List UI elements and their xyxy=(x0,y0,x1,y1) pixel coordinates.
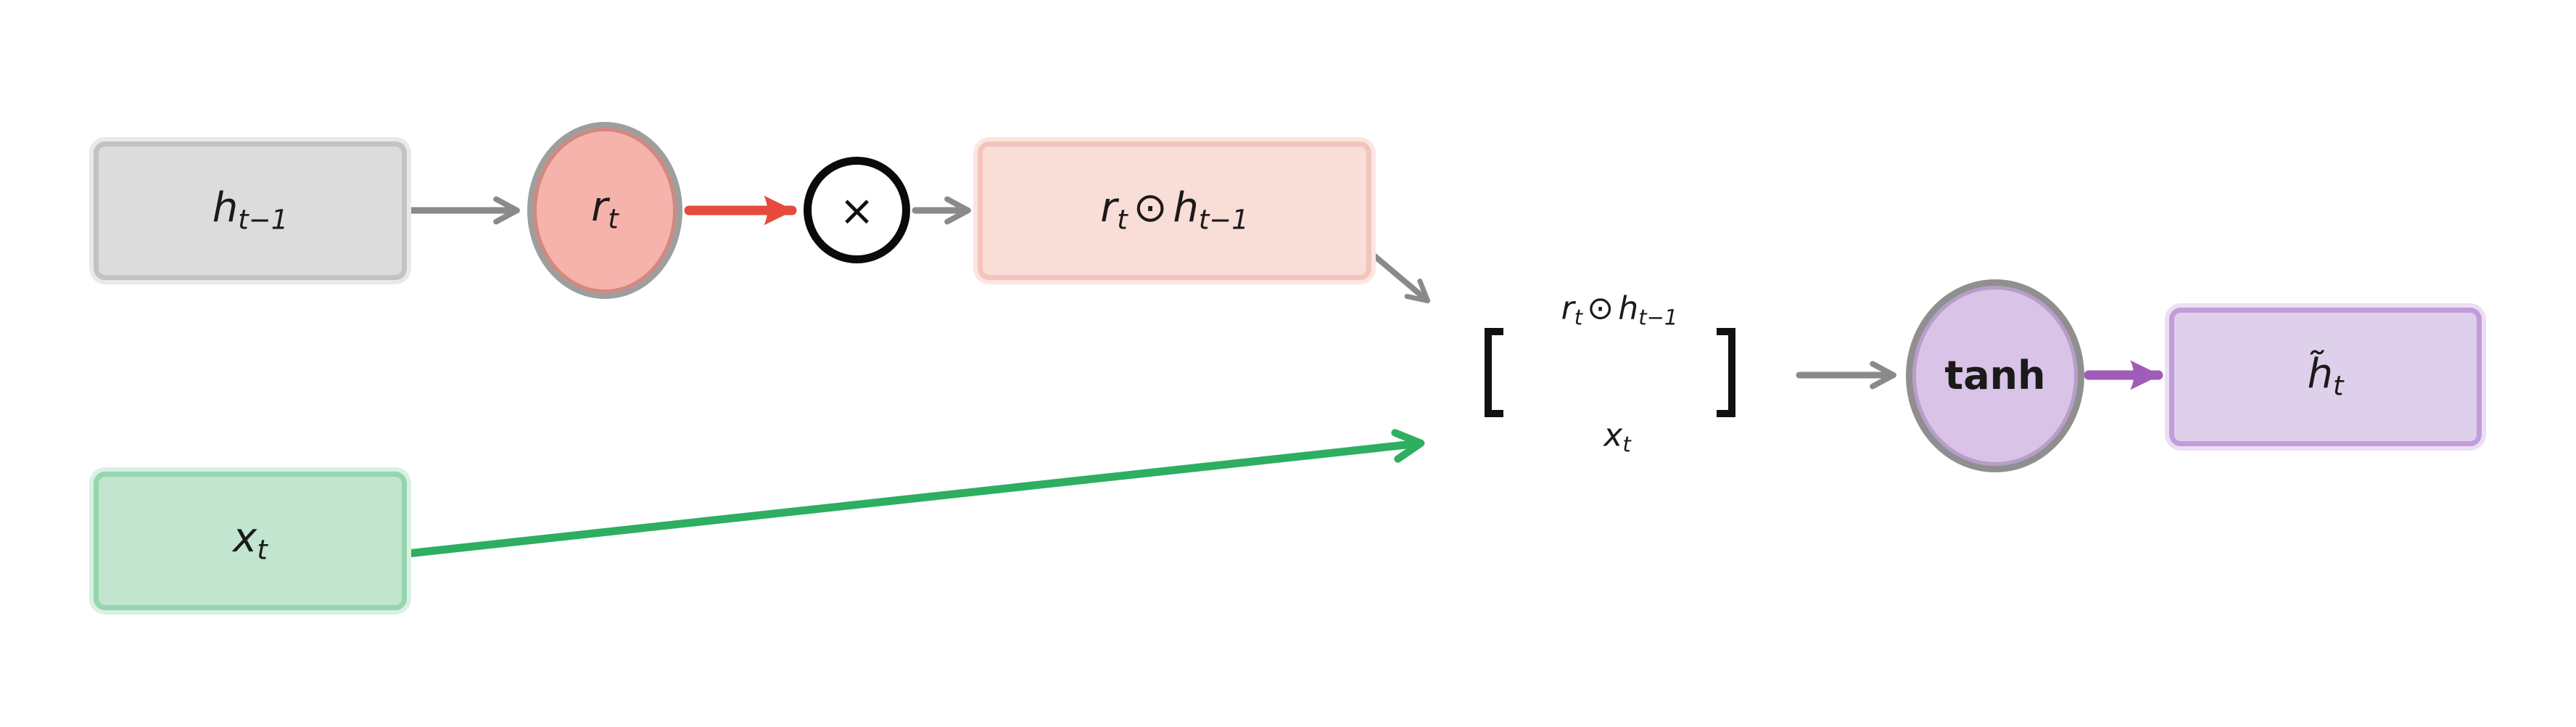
reset-product-sub2: t−1 xyxy=(1198,204,1249,236)
h-prev-var: h xyxy=(212,184,239,231)
reset-gate-label: rt xyxy=(591,187,619,233)
reset-product-sub1: t xyxy=(1117,204,1128,236)
hadamard-operator: ⊙ xyxy=(1133,184,1168,231)
arrow-x-to-concat xyxy=(403,429,1425,558)
concat-top-sub1: t xyxy=(1574,305,1583,330)
elementwise-multiply-circle: × xyxy=(804,157,910,263)
reset-gate-sub: t xyxy=(608,203,619,235)
candidate-sub: t xyxy=(2333,370,2344,402)
concat-top-var1: r xyxy=(1561,289,1574,327)
concat-top-label: rt⊙ht−1 xyxy=(1561,292,1678,328)
x-input-box: xt xyxy=(94,472,407,610)
multiply-icon: × xyxy=(839,185,875,235)
x-input-sub: t xyxy=(257,534,268,566)
concat-top-sub2: t−1 xyxy=(1638,305,1678,330)
concat-bottom-label: xt xyxy=(1603,419,1630,455)
candidate-hidden-box: h̃t xyxy=(2169,308,2482,446)
candidate-label: h̃t xyxy=(2308,353,2344,402)
h-prev-box: ht−1 xyxy=(94,141,407,280)
h-prev-sub: t−1 xyxy=(238,204,289,236)
concat-bottom-sub: t xyxy=(1622,432,1631,457)
reset-product-var2: h xyxy=(1173,184,1199,231)
concat-bottom-var: x xyxy=(1603,416,1623,454)
concat-top-operator: ⊙ xyxy=(1587,289,1614,327)
candidate-var: h̃ xyxy=(2307,350,2334,398)
tanh-label: tanh xyxy=(1944,353,2046,398)
x-input-label: xt xyxy=(233,517,268,566)
reset-product-var1: r xyxy=(1100,184,1118,231)
reset-product-box: rt⊙ht−1 xyxy=(978,141,1371,280)
right-bracket xyxy=(1717,328,1735,417)
reset-product-label: rt⊙ht−1 xyxy=(1100,187,1249,236)
reset-gate-var: r xyxy=(591,184,608,231)
x-input-var: x xyxy=(233,514,257,562)
h-prev-label: ht−1 xyxy=(212,187,289,236)
arrow-product-to-concat xyxy=(1369,251,1431,304)
tanh-circle: tanh xyxy=(1906,279,2084,472)
concat-top-var2: h xyxy=(1618,289,1639,327)
reset-gate-circle: rt xyxy=(527,122,682,299)
left-bracket xyxy=(1485,328,1503,417)
